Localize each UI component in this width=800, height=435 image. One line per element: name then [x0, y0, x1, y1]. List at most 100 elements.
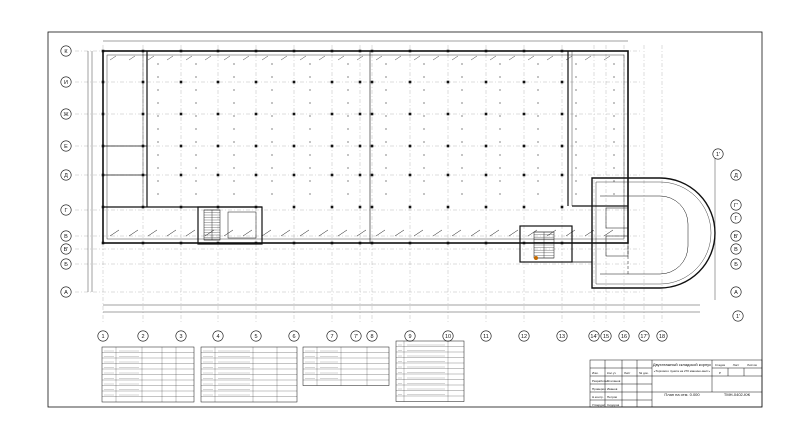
grid-node — [499, 63, 501, 65]
row-axis-marker-right-label: А — [734, 290, 738, 296]
column-axis-marker-label: 14' — [590, 334, 597, 340]
column-marker — [446, 241, 450, 245]
grid-node — [461, 141, 463, 143]
row-axis-marker-label: Ж — [63, 112, 68, 118]
grid-node — [575, 154, 577, 156]
grid-node — [575, 63, 577, 65]
column-marker — [484, 241, 488, 245]
beam-tick — [147, 55, 155, 61]
column-marker — [254, 205, 258, 209]
grid-node — [613, 167, 615, 169]
grid-node — [423, 115, 425, 117]
column-marker — [254, 112, 258, 116]
grid-node — [499, 141, 501, 143]
grid-node — [195, 128, 197, 130]
beam-tick — [318, 229, 329, 237]
grid-node — [347, 141, 349, 143]
grid-node — [233, 89, 235, 91]
beam-tick — [451, 55, 459, 61]
column-marker — [179, 173, 183, 177]
beam-tick — [261, 55, 269, 61]
column-axis-marker — [350, 330, 362, 342]
right-annex — [519, 177, 716, 289]
grid-node — [347, 154, 349, 156]
row-axis-marker-right — [730, 243, 742, 255]
beam-tick — [508, 55, 516, 61]
grid-node — [461, 154, 463, 156]
column-marker — [370, 241, 374, 245]
row-axis-marker — [60, 204, 72, 216]
column-marker — [179, 49, 183, 53]
beam-tick — [394, 229, 405, 237]
grid-node — [195, 193, 197, 195]
beam-tick — [223, 229, 234, 237]
grid-node — [385, 154, 387, 156]
column-axis-marker-label: 4 — [216, 334, 219, 340]
column-marker — [522, 205, 526, 209]
column-marker — [330, 80, 334, 84]
grid-node — [537, 102, 539, 104]
row-axis-marker — [60, 108, 72, 120]
beam-tick — [242, 55, 250, 61]
row-axis-marker-label: Е — [64, 144, 68, 150]
row-axis-marker-right — [730, 212, 742, 224]
grid-node — [575, 128, 577, 130]
column-marker — [141, 173, 145, 177]
tb-header-cell: Изм. — [592, 371, 599, 375]
column-marker — [254, 241, 258, 245]
grid-node — [157, 154, 159, 156]
tb-title-line1: Двухэтажный складской корпус — [653, 362, 711, 367]
grid-node — [309, 128, 311, 130]
beam-tick — [565, 229, 576, 237]
column-marker — [101, 205, 105, 209]
beam-tick — [527, 55, 535, 61]
column-marker — [216, 144, 220, 148]
row-axis-marker-right-label: Б — [734, 262, 738, 268]
grid-node — [309, 102, 311, 104]
beam-tick — [470, 55, 478, 61]
beam-tick — [565, 55, 573, 61]
grid-node — [575, 76, 577, 78]
grid-node — [233, 128, 235, 130]
column-marker — [292, 173, 296, 177]
column-marker — [560, 241, 564, 245]
column-marker — [141, 241, 145, 245]
grid-node — [385, 63, 387, 65]
column-marker — [358, 49, 362, 53]
grid-node — [271, 154, 273, 156]
grid-node — [537, 154, 539, 156]
grid-node — [157, 180, 159, 182]
column-axis-marker — [518, 330, 530, 342]
beam-tick — [451, 229, 462, 237]
column-marker — [101, 80, 105, 84]
column-marker — [216, 112, 220, 116]
grid-node — [423, 89, 425, 91]
tb-sheets-label: Листов — [747, 363, 757, 367]
column-axis-marker — [556, 330, 568, 342]
row-axis-marker-right — [730, 199, 742, 211]
beam-tick — [375, 55, 383, 61]
column-marker — [330, 144, 334, 148]
tb-sheet-title: План на отм. 0.000 — [664, 392, 700, 397]
grid-node — [423, 63, 425, 65]
grid-node — [385, 167, 387, 169]
schedule-tables — [101, 340, 465, 403]
grid-node — [613, 154, 615, 156]
grid-node — [423, 193, 425, 195]
grid-node — [309, 115, 311, 117]
grid-node — [309, 154, 311, 156]
column-marker — [408, 80, 412, 84]
beam-tick — [337, 55, 345, 61]
column-axis-marker-label: 11 — [483, 334, 489, 340]
grid-node — [499, 89, 501, 91]
grid-node — [423, 128, 425, 130]
grid-node — [423, 154, 425, 156]
grid-node — [195, 180, 197, 182]
column-axis-marker-extra — [712, 148, 724, 160]
grid-node — [537, 63, 539, 65]
tb-sheet-label: Лист — [733, 363, 740, 367]
grid-node — [499, 102, 501, 104]
column-marker — [292, 112, 296, 116]
row-axis-marker-label: В' — [64, 247, 69, 253]
column-marker — [141, 205, 145, 209]
